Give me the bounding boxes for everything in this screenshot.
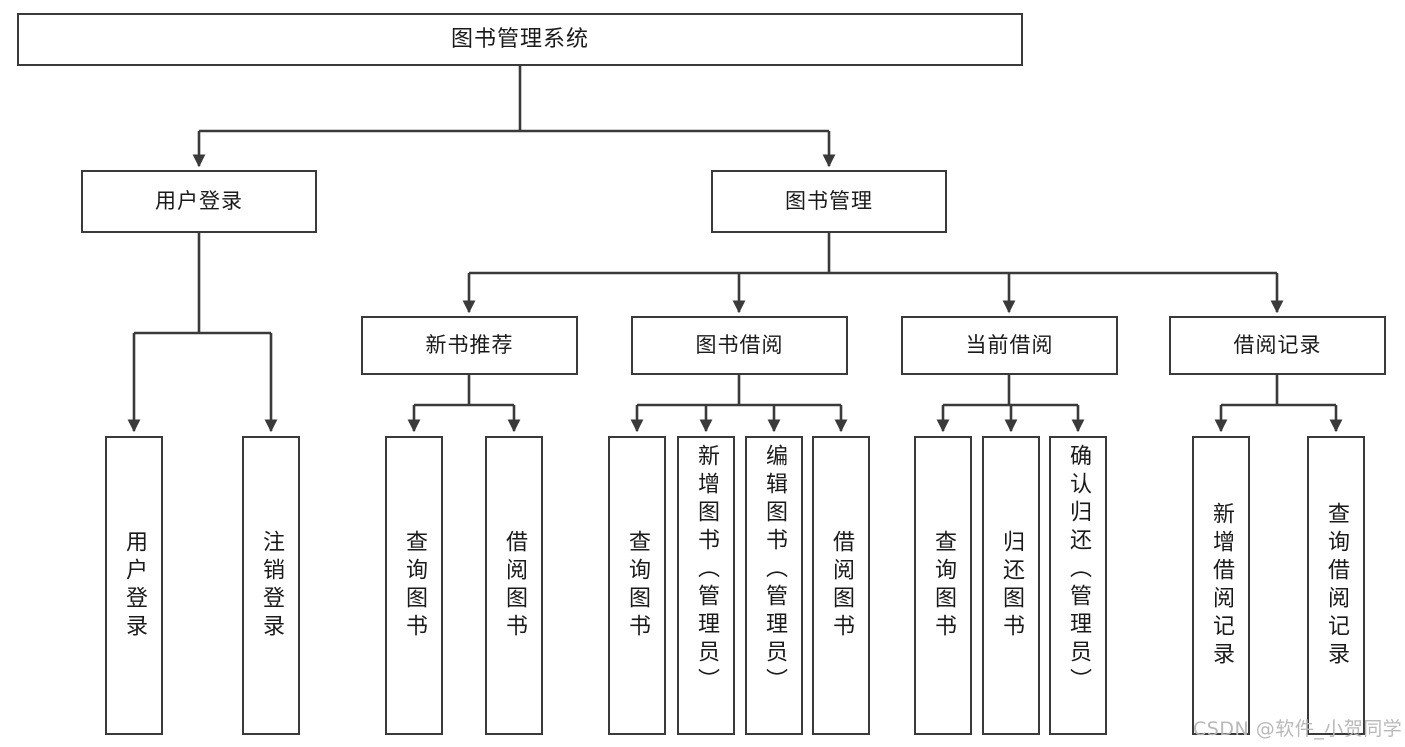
node-leaf-logout-login-label: 注销登录 [259,529,284,642]
node-leaf-query-book-3[interactable]: 查询图书 [914,436,972,735]
node-leaf-add-borrow-record[interactable]: 新增借阅记录 [1192,436,1250,735]
node-leaf-borrow-book-2-label: 借阅图书 [829,529,854,642]
node-new-book-recommend[interactable]: 新书推荐 [361,316,578,375]
node-leaf-query-book-1[interactable]: 查询图书 [385,436,443,735]
node-leaf-query-borrow-record[interactable]: 查询借阅记录 [1307,436,1365,735]
node-root-label: 图书管理系统 [450,26,589,52]
node-leaf-return-book[interactable]: 归还图书 [982,436,1040,735]
node-current-borrow[interactable]: 当前借阅 [901,316,1118,375]
node-leaf-user-login[interactable]: 用户登录 [105,436,163,735]
node-leaf-query-book-3-label: 查询图书 [931,529,956,642]
node-borrow-record-label: 借阅记录 [1233,333,1322,358]
node-leaf-query-book-2-label: 查询图书 [625,529,650,642]
node-borrow-record[interactable]: 借阅记录 [1169,316,1386,375]
node-leaf-confirm-return-label: 确认归还（管理员） [1066,444,1091,696]
node-leaf-confirm-return[interactable]: 确认归还（管理员） [1049,436,1107,735]
csdn-watermark: CSDN @软件_小贺同学 [1193,718,1403,740]
node-leaf-logout-login[interactable]: 注销登录 [242,436,300,735]
node-leaf-add-borrow-record-label: 新增借阅记录 [1209,501,1234,670]
node-leaf-borrow-book-1[interactable]: 借阅图书 [485,436,543,735]
node-leaf-edit-book-label: 编辑图书（管理员） [762,444,787,696]
node-current-borrow-label: 当前借阅 [965,333,1054,358]
node-leaf-add-book-label: 新增图书（管理员） [694,444,719,696]
node-root-book-management-system[interactable]: 图书管理系统 [17,13,1023,66]
node-leaf-query-book-2[interactable]: 查询图书 [608,436,666,735]
node-leaf-query-borrow-record-label: 查询借阅记录 [1324,501,1349,670]
node-leaf-user-login-label: 用户登录 [122,529,147,642]
node-new-book-recommend-label: 新书推荐 [425,333,514,358]
node-leaf-add-book[interactable]: 新增图书（管理员） [677,436,735,735]
node-user-login-label: 用户登录 [155,189,243,214]
node-user-login[interactable]: 用户登录 [81,170,317,233]
node-book-borrow-label: 图书借阅 [695,333,784,358]
node-leaf-edit-book[interactable]: 编辑图书（管理员） [745,436,803,735]
node-leaf-query-book-1-label: 查询图书 [402,529,427,642]
node-leaf-return-book-label: 归还图书 [999,529,1024,642]
node-leaf-borrow-book-1-label: 借阅图书 [502,529,527,642]
node-book-management[interactable]: 图书管理 [711,170,947,233]
node-book-borrow[interactable]: 图书借阅 [631,316,848,375]
node-book-management-label: 图书管理 [785,189,873,214]
node-leaf-borrow-book-2[interactable]: 借阅图书 [812,436,870,735]
